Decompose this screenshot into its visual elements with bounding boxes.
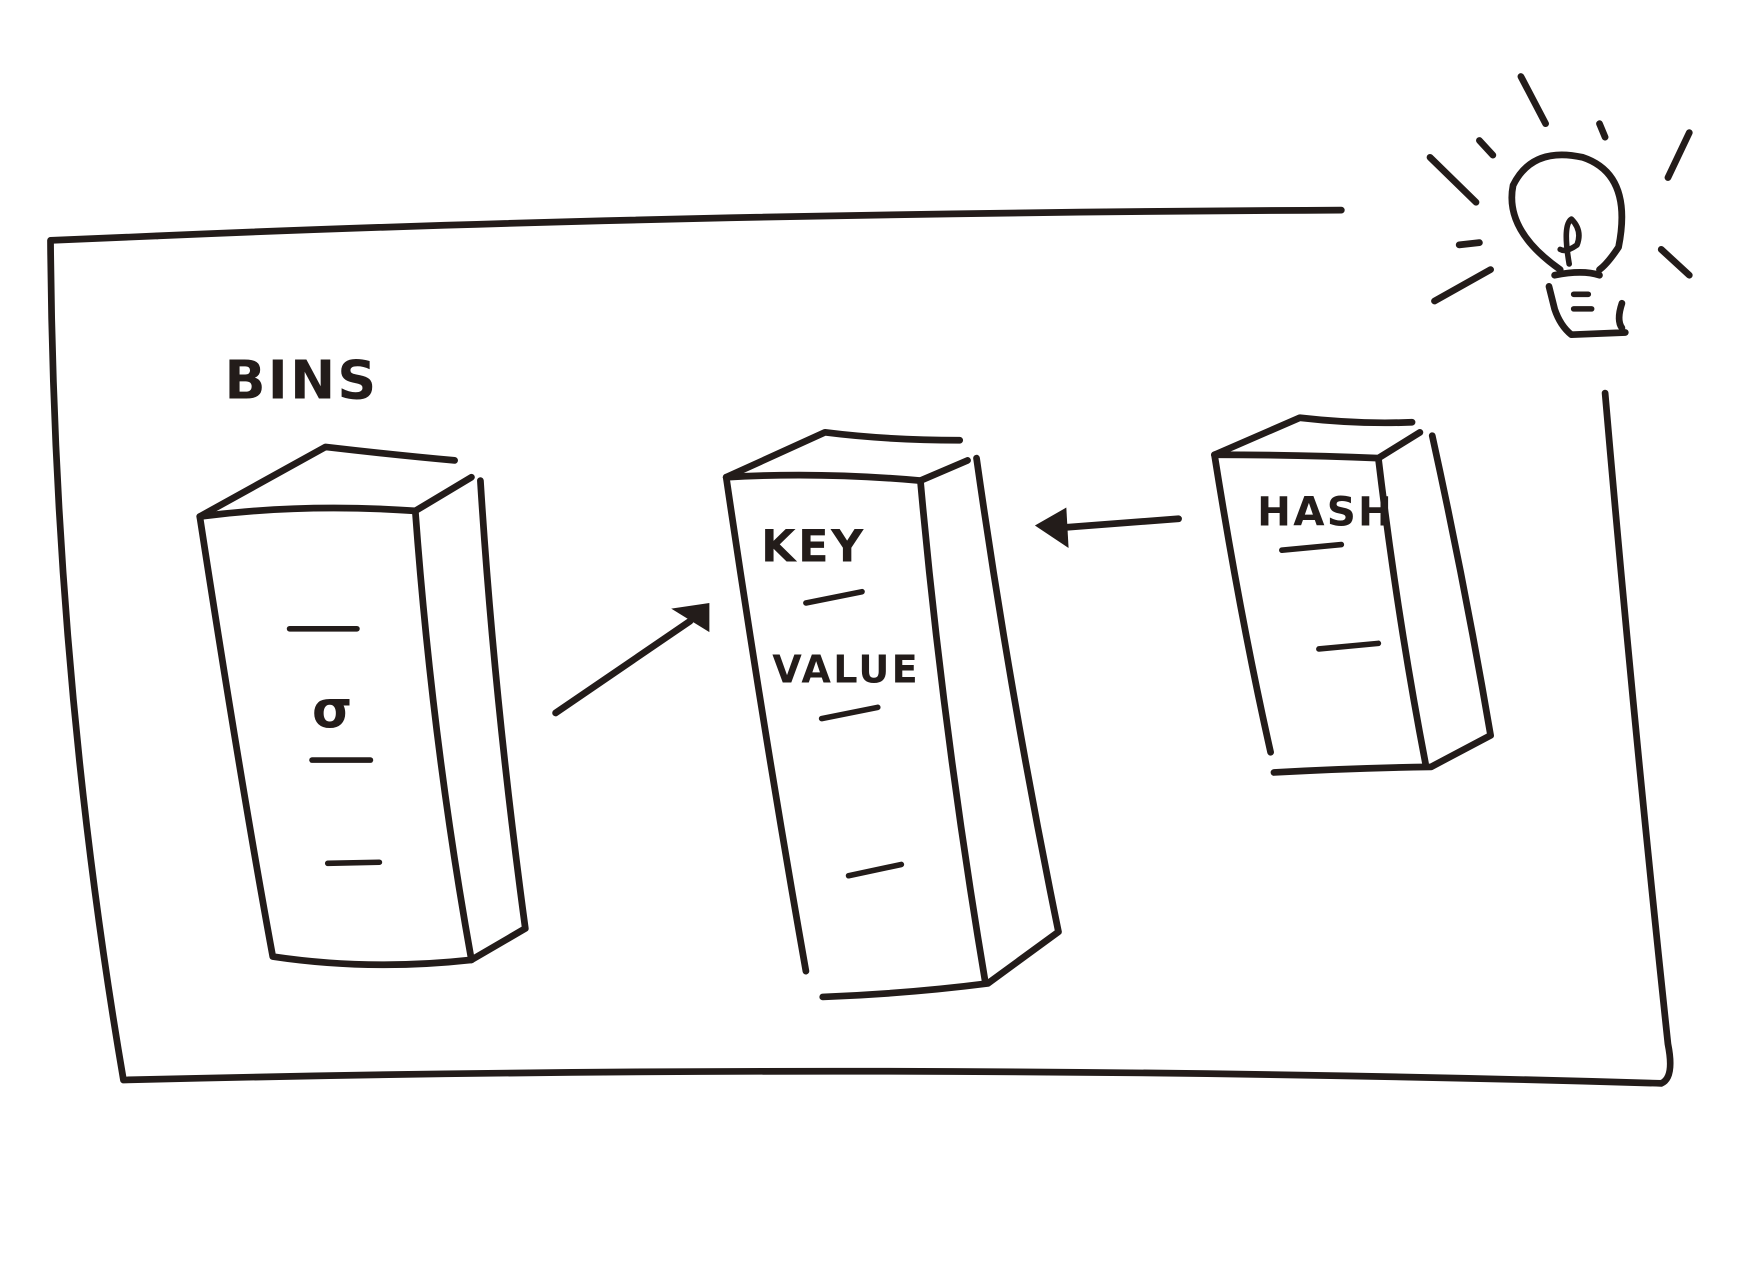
outer-frame (47, 206, 1674, 1087)
value-label: VALUE (772, 648, 920, 692)
lightbulb-icon (1426, 73, 1693, 339)
bin-hash: HASH (1211, 414, 1494, 776)
bins-label: BINS (224, 349, 378, 412)
hash-label: HASH (1257, 488, 1394, 536)
bin-entry: KEY VALUE (722, 428, 1062, 1001)
arrow-to-entry (552, 602, 710, 717)
bin-left: σ (196, 443, 529, 969)
key-label: KEY (761, 519, 866, 572)
bin-symbol: σ (312, 681, 354, 741)
arrow-from-hash (1034, 507, 1182, 548)
